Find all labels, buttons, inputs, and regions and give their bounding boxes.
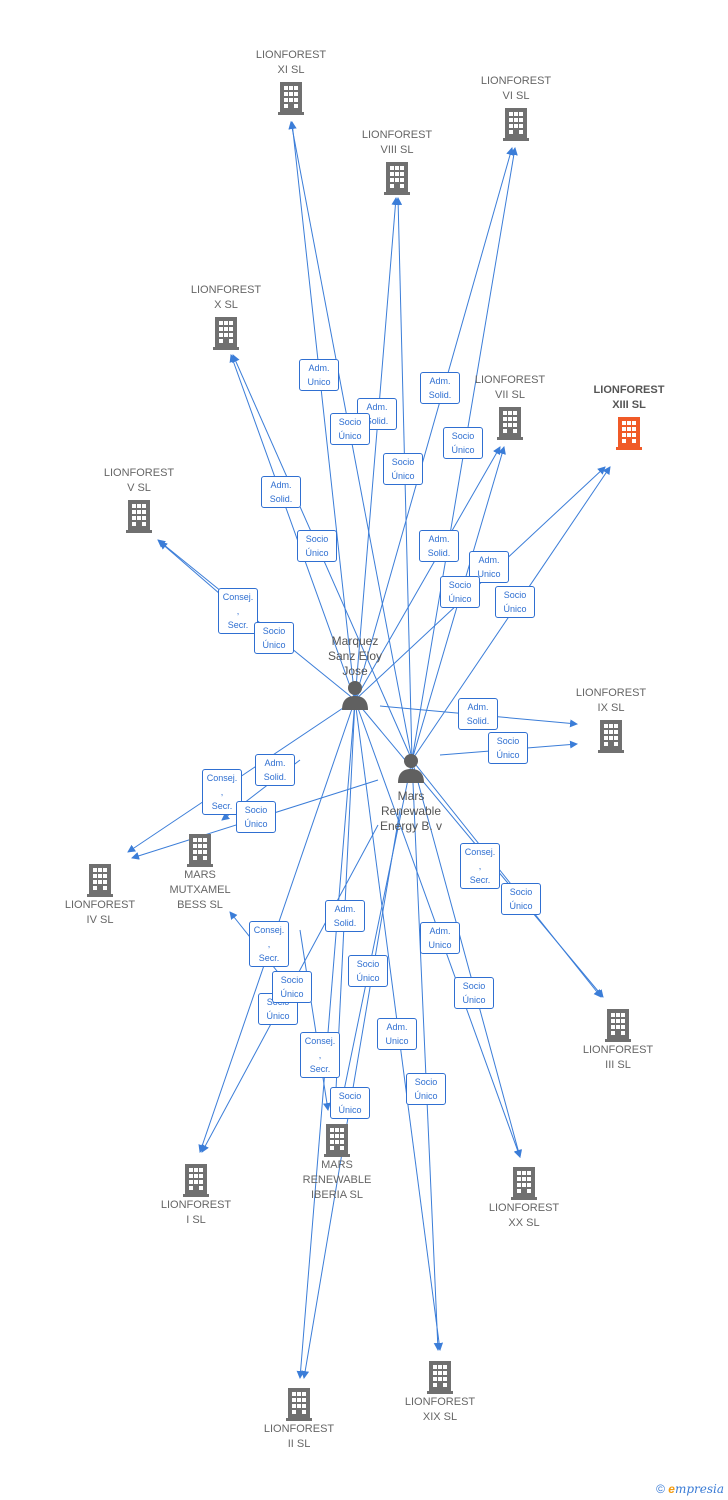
connector-line bbox=[354, 147, 514, 701]
building-icon bbox=[286, 1388, 312, 1421]
company-lionforest-x[interactable]: LIONFOREST X SL bbox=[166, 283, 286, 351]
company-label: LIONFOREST VII SL bbox=[474, 374, 546, 401]
company-lionforest-v[interactable]: LIONFOREST V SL bbox=[79, 466, 199, 534]
building-icon bbox=[87, 864, 113, 897]
company-label: LIONFOREST V SL bbox=[103, 467, 175, 494]
edge-label: Adm. Unico bbox=[377, 1018, 417, 1050]
edge-label: Adm. Solid. bbox=[419, 530, 459, 562]
person-mars-renewable-energy-bv[interactable]: Mars Renewable Energy B. v bbox=[361, 752, 461, 834]
company-label: LIONFOREST I SL bbox=[160, 1199, 232, 1226]
building-icon bbox=[616, 417, 642, 450]
company-label: LIONFOREST IV SL bbox=[64, 899, 136, 926]
company-label: LIONFOREST XIII SL bbox=[593, 384, 665, 411]
company-lionforest-iv[interactable]: LIONFOREST IV SL bbox=[40, 860, 160, 928]
company-lionforest-viii[interactable]: LIONFOREST VIII SL bbox=[337, 128, 457, 196]
edge-label: Socio Único bbox=[254, 622, 294, 654]
person-label: Mars Renewable Energy B. v bbox=[379, 789, 443, 833]
edge-label: Consej. , Secr. bbox=[300, 1032, 340, 1078]
building-icon bbox=[213, 317, 239, 350]
edge-label: Socio Único bbox=[236, 801, 276, 833]
edge-label: Adm. Unico bbox=[299, 359, 339, 391]
connector-line bbox=[354, 466, 606, 701]
company-lionforest-xx[interactable]: LIONFOREST XX SL bbox=[464, 1163, 584, 1231]
edge-label: Adm. Solid. bbox=[255, 754, 295, 786]
building-icon bbox=[324, 1124, 350, 1157]
company-lionforest-xi[interactable]: LIONFOREST XI SL bbox=[231, 48, 351, 116]
edge-label: Socio Único bbox=[330, 1087, 370, 1119]
company-label: MARS MUTXAMEL BESS SL bbox=[169, 869, 231, 911]
edge-label: Consej. , Secr. bbox=[460, 843, 500, 889]
building-icon bbox=[384, 162, 410, 195]
brand-logo-e: e bbox=[668, 1482, 675, 1496]
person-icon bbox=[398, 754, 424, 783]
edge-label: Adm. Solid. bbox=[261, 476, 301, 508]
edge-label: Socio Único bbox=[440, 576, 480, 608]
building-icon bbox=[278, 82, 304, 115]
building-icon bbox=[183, 1164, 209, 1197]
company-lionforest-vi[interactable]: LIONFOREST VI SL bbox=[456, 74, 576, 142]
edge-label: Socio Único bbox=[443, 427, 483, 459]
company-mars-renewable-iberia[interactable]: MARS RENEWABLE IBERIA SL bbox=[277, 1120, 397, 1203]
company-label: LIONFOREST II SL bbox=[263, 1423, 335, 1450]
company-lionforest-i[interactable]: LIONFOREST I SL bbox=[136, 1160, 256, 1228]
brand-footer[interactable]: © empresia bbox=[656, 1482, 724, 1496]
connector-line bbox=[299, 929, 331, 1111]
building-icon bbox=[187, 834, 213, 867]
company-label: LIONFOREST XI SL bbox=[255, 49, 327, 76]
building-icon bbox=[598, 720, 624, 753]
brand-logo-text: mpresia bbox=[674, 1482, 724, 1496]
person-icon bbox=[342, 681, 368, 710]
edge-label: Adm. Solid. bbox=[458, 698, 498, 730]
company-label: LIONFOREST X SL bbox=[190, 284, 262, 311]
edge-label: Socio Único bbox=[348, 955, 388, 987]
company-lionforest-xiii[interactable]: LIONFOREST XIII SL bbox=[569, 383, 689, 451]
edge-label: Consej. , Secr. bbox=[249, 921, 289, 967]
person-label: Marquez Sanz Eloy Jose bbox=[327, 634, 383, 678]
edge-label: Adm. Solid. bbox=[420, 372, 460, 404]
edge-label: Consej. , Secr. bbox=[202, 769, 242, 815]
connector-line bbox=[411, 759, 602, 998]
edge-label: Socio Único bbox=[488, 732, 528, 764]
edge-label: Socio Único bbox=[330, 413, 370, 445]
company-label: MARS RENEWABLE IBERIA SL bbox=[302, 1159, 372, 1201]
edge-label: Consej. , Secr. bbox=[218, 588, 258, 634]
copyright-symbol: © bbox=[656, 1482, 665, 1496]
company-label: LIONFOREST IX SL bbox=[575, 687, 647, 714]
company-label: LIONFOREST III SL bbox=[582, 1044, 654, 1071]
connector-line bbox=[411, 759, 442, 1351]
company-label: LIONFOREST XX SL bbox=[488, 1202, 560, 1229]
edge-label: Socio Único bbox=[454, 977, 494, 1009]
edge-label: Adm. Unico bbox=[420, 922, 460, 954]
company-label: LIONFOREST VIII SL bbox=[361, 129, 433, 156]
connector-line bbox=[229, 354, 356, 701]
building-icon bbox=[497, 407, 523, 440]
company-lionforest-xix[interactable]: LIONFOREST XIX SL bbox=[380, 1357, 500, 1425]
company-lionforest-vii[interactable]: LIONFOREST VII SL bbox=[450, 373, 570, 441]
company-label: LIONFOREST VI SL bbox=[480, 75, 552, 102]
building-icon bbox=[511, 1167, 537, 1200]
building-icon bbox=[427, 1361, 453, 1394]
company-lionforest-ii[interactable]: LIONFOREST II SL bbox=[239, 1384, 359, 1452]
edge-label: Socio Único bbox=[297, 530, 337, 562]
edge-label: Socio Único bbox=[272, 971, 312, 1003]
edge-label: Socio Único bbox=[406, 1073, 446, 1105]
building-icon bbox=[503, 108, 529, 141]
connector-line bbox=[411, 759, 523, 1158]
edge-label: Socio Único bbox=[383, 453, 423, 485]
company-lionforest-ix[interactable]: LIONFOREST IX SL bbox=[551, 686, 671, 754]
company-mars-mutxamel-bess[interactable]: MARS MUTXAMEL BESS SL bbox=[140, 830, 260, 913]
person-marquez-sanz-eloy-jose[interactable]: Marquez Sanz Eloy Jose bbox=[305, 634, 405, 716]
edge-label: Adm. Solid. bbox=[325, 900, 365, 932]
company-label: LIONFOREST XIX SL bbox=[404, 1396, 476, 1423]
edge-label: Socio Único bbox=[501, 883, 541, 915]
company-lionforest-iii[interactable]: LIONFOREST III SL bbox=[558, 1005, 678, 1073]
connector-line bbox=[337, 759, 413, 1111]
connector-line bbox=[288, 121, 356, 701]
edge-label: Socio Único bbox=[495, 586, 535, 618]
building-icon bbox=[126, 500, 152, 533]
connector-line bbox=[354, 197, 400, 701]
building-icon bbox=[605, 1009, 631, 1042]
connector-line bbox=[354, 446, 501, 701]
